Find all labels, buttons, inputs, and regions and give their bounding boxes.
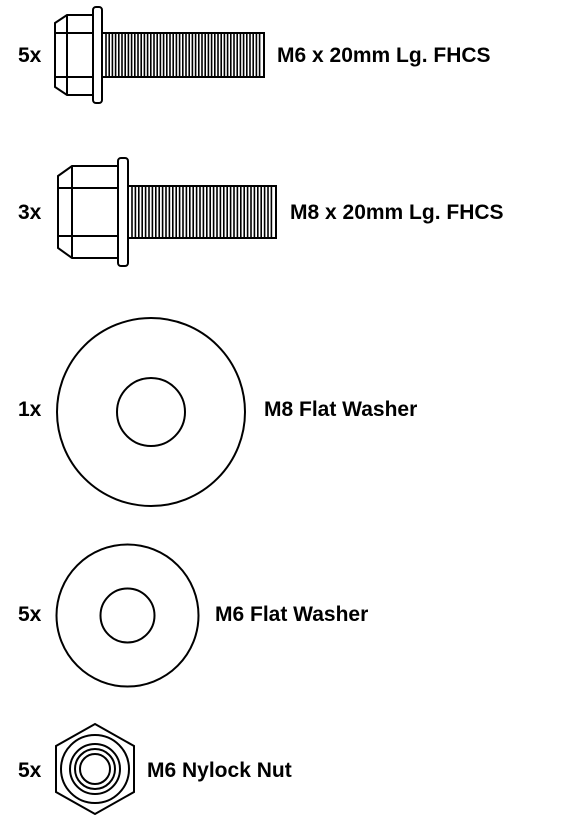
- quantity-m8-washer: 1x: [18, 398, 42, 421]
- flange-bolt-m8-icon: [58, 156, 282, 268]
- quantity-m6-washer: 5x: [18, 603, 42, 626]
- label-m6-bolt: M6 x 20mm Lg. FHCS: [277, 44, 491, 67]
- washer-m8-icon: [55, 316, 247, 508]
- quantity-m8-bolt: 3x: [18, 201, 42, 224]
- label-m8-bolt: M8 x 20mm Lg. FHCS: [290, 201, 504, 224]
- quantity-m6-bolt: 5x: [18, 44, 42, 67]
- nylock-nut-icon: [55, 723, 135, 815]
- quantity-nylock-nut: 5x: [18, 759, 42, 782]
- label-nylock-nut: M6 Nylock Nut: [147, 759, 292, 782]
- flange-bolt-m6-icon: [55, 5, 270, 105]
- washer-m6-icon: [55, 543, 200, 688]
- label-m6-washer: M6 Flat Washer: [215, 603, 369, 626]
- label-m8-washer: M8 Flat Washer: [264, 398, 418, 421]
